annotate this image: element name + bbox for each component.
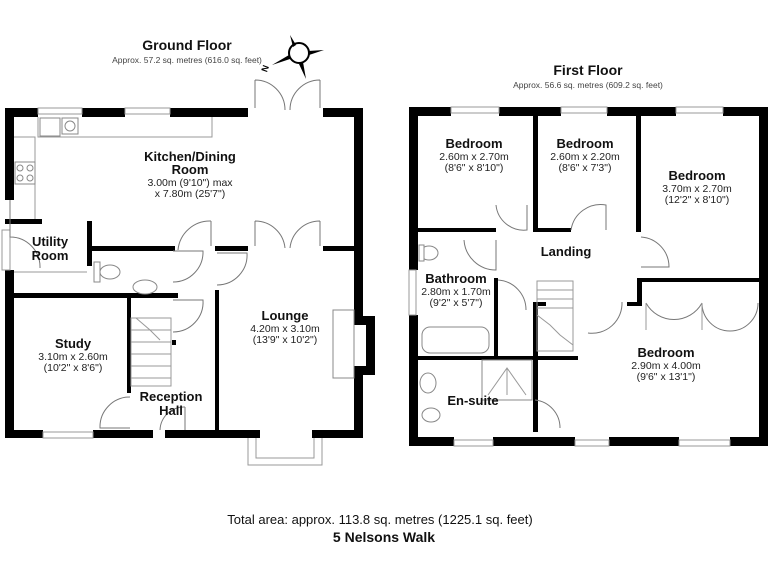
room-name: Hall	[159, 403, 183, 418]
shower-icon	[481, 359, 533, 401]
staircase-icon	[130, 317, 172, 387]
first-doors	[463, 204, 670, 429]
room-bathroom: Bathroom 2.80m x 1.70m (9'2" x 5'7")	[421, 271, 491, 309]
room-dimensions: 4.20m x 3.10m	[250, 323, 320, 335]
room-dimensions: (13'9" x 10'2")	[253, 334, 318, 346]
room-dimensions: 3.10m x 2.60m	[38, 351, 108, 363]
room-kitchen-dining: Kitchen/Dining Room 3.00m (9'10") max x …	[144, 149, 236, 200]
room-name: Room	[172, 162, 209, 177]
room-dimensions: 2.60m x 2.70m	[439, 151, 509, 163]
ground-floor-area: Approx. 57.2 sq. metres (616.0 sq. feet)	[112, 55, 262, 65]
fireplace-icon	[332, 309, 355, 379]
room-dimensions: (10'2" x 8'6")	[44, 362, 103, 374]
room-dimensions: (8'6" x 8'10")	[445, 162, 504, 174]
room-name: Utility	[32, 234, 69, 249]
room-landing: Landing	[541, 244, 592, 259]
room-name: En-suite	[447, 393, 498, 408]
room-bedroom-1: Bedroom 2.60m x 2.70m (8'6" x 8'10")	[439, 136, 509, 174]
toilet-icon	[99, 264, 121, 280]
room-name: Bedroom	[445, 136, 502, 151]
ground-doors	[9, 79, 321, 431]
room-dimensions: (12'2" x 8'10")	[665, 194, 730, 206]
room-name: Study	[55, 336, 92, 351]
room-reception-hall: Reception Hall	[140, 389, 203, 418]
room-dimensions: (9'6" x 13'1")	[637, 371, 696, 383]
room-name: Landing	[541, 244, 592, 259]
room-dimensions: (8'6" x 7'3")	[559, 162, 612, 174]
room-dimensions: 2.60m x 2.20m	[550, 151, 620, 163]
room-study: Study 3.10m x 2.60m (10'2" x 8'6")	[38, 336, 108, 374]
compass-icon: N	[259, 35, 324, 79]
room-dimensions: 3.00m (9'10") max	[147, 177, 233, 189]
ground-fixtures	[14, 117, 355, 387]
property-address: 5 Nelsons Walk	[333, 529, 435, 545]
room-dimensions: 2.80m x 1.70m	[421, 286, 491, 298]
room-dimensions: (9'2" x 5'7")	[430, 297, 483, 309]
room-bedroom-3: Bedroom 3.70m x 2.70m (12'2" x 8'10")	[662, 168, 732, 206]
total-area: Total area: approx. 113.8 sq. metres (12…	[227, 512, 532, 527]
room-name: Lounge	[262, 308, 309, 323]
staircase-icon	[536, 280, 574, 352]
room-name: Reception	[140, 389, 203, 404]
room-bedroom-2: Bedroom 2.60m x 2.20m (8'6" x 7'3")	[550, 136, 620, 174]
room-utility: Utility Room	[32, 234, 69, 263]
room-name: Bedroom	[637, 345, 694, 360]
first-floor: First Floor Approx. 56.6 sq. metres (609…	[408, 62, 768, 447]
wardrobe-icon	[645, 302, 759, 332]
basin-icon	[132, 279, 158, 295]
ground-walls	[5, 108, 375, 438]
bath-icon	[421, 326, 490, 354]
room-name: Bathroom	[425, 271, 486, 286]
room-name: Bedroom	[668, 168, 725, 183]
ground-windows	[1, 107, 323, 466]
room-bedroom-4: Bedroom 2.90m x 4.00m (9'6" x 13'1")	[631, 345, 701, 383]
basin-icon	[419, 372, 437, 394]
first-windows	[408, 106, 731, 447]
room-en-suite: En-suite	[447, 393, 498, 408]
room-dimensions: 2.90m x 4.00m	[631, 360, 701, 372]
first-floor-title: First Floor	[553, 62, 623, 78]
room-dimensions: 3.70m x 2.70m	[662, 183, 732, 195]
hob-icon	[14, 161, 36, 185]
compass-north-label: N	[259, 64, 271, 74]
ground-floor: Ground Floor Approx. 57.2 sq. metres (61…	[1, 35, 375, 466]
kitchen-sink-icon	[39, 117, 61, 137]
room-name: Bedroom	[556, 136, 613, 151]
toilet-icon	[421, 407, 441, 423]
first-fixtures	[418, 244, 759, 423]
first-walls	[409, 107, 768, 446]
room-lounge: Lounge 4.20m x 3.10m (13'9" x 10'2")	[250, 308, 320, 346]
room-dimensions: x 7.80m (25'7")	[155, 188, 226, 200]
ground-floor-title: Ground Floor	[142, 37, 232, 53]
room-name: Kitchen/Dining	[144, 149, 236, 164]
room-name: Room	[32, 248, 69, 263]
first-floor-area: Approx. 56.6 sq. metres (609.2 sq. feet)	[513, 80, 663, 90]
